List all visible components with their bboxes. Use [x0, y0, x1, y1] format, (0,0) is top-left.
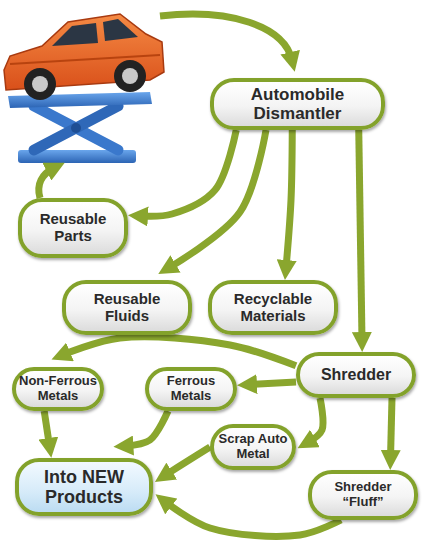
process-box: Shredder “Fluff” — [308, 470, 418, 520]
flow-arrow — [391, 398, 393, 458]
flow-arrow — [160, 14, 292, 60]
node-label: Reusable Parts — [31, 211, 115, 245]
flow-arrow — [125, 411, 168, 446]
node-label: Recyclable Materials — [223, 291, 323, 325]
flow-arrow — [169, 130, 266, 268]
node-label: Shredder — [321, 366, 391, 384]
flow-arrow — [308, 398, 323, 442]
node-label: Automobile Dismantler — [228, 85, 368, 123]
process-box: Automobile Dismantler — [210, 78, 385, 130]
lift-scissor-arm — [34, 106, 118, 150]
lift-scissor-arm — [34, 106, 118, 150]
car-window — [103, 19, 138, 41]
flow-arrow — [165, 447, 210, 475]
flow-arrow — [44, 411, 49, 446]
node-label: Non-Ferrous Metals — [17, 374, 99, 403]
flow-arrow — [140, 130, 236, 216]
flow-arrow — [286, 130, 292, 268]
car-hub — [122, 68, 138, 84]
process-box: Scrap Auto Metal — [210, 424, 296, 470]
process-box: Non-Ferrous Metals — [12, 367, 104, 411]
node-label: Into NEW Products — [32, 467, 136, 507]
car-window — [52, 23, 98, 46]
node-label: Shredder “Fluff” — [323, 480, 403, 509]
process-box: Reusable Parts — [18, 198, 128, 258]
lift-pivot — [71, 123, 81, 133]
process-box: Recyclable Materials — [208, 280, 338, 335]
output-box: Into NEW Products — [15, 458, 153, 516]
car-hub — [32, 76, 48, 92]
process-box: Reusable Fluids — [62, 280, 192, 335]
car-wheel — [24, 68, 56, 100]
flow-arrow — [359, 130, 362, 340]
node-label: Ferrous Metals — [156, 374, 226, 403]
node-label: Reusable Fluids — [85, 291, 169, 325]
flow-arrow — [63, 337, 296, 366]
process-box: Ferrous Metals — [145, 367, 237, 411]
node-label: Scrap Auto Metal — [215, 432, 291, 461]
flow-arrow — [39, 168, 54, 198]
flow-arrow — [249, 382, 296, 385]
car-wheel — [114, 60, 146, 92]
process-box: Shredder — [296, 352, 416, 398]
